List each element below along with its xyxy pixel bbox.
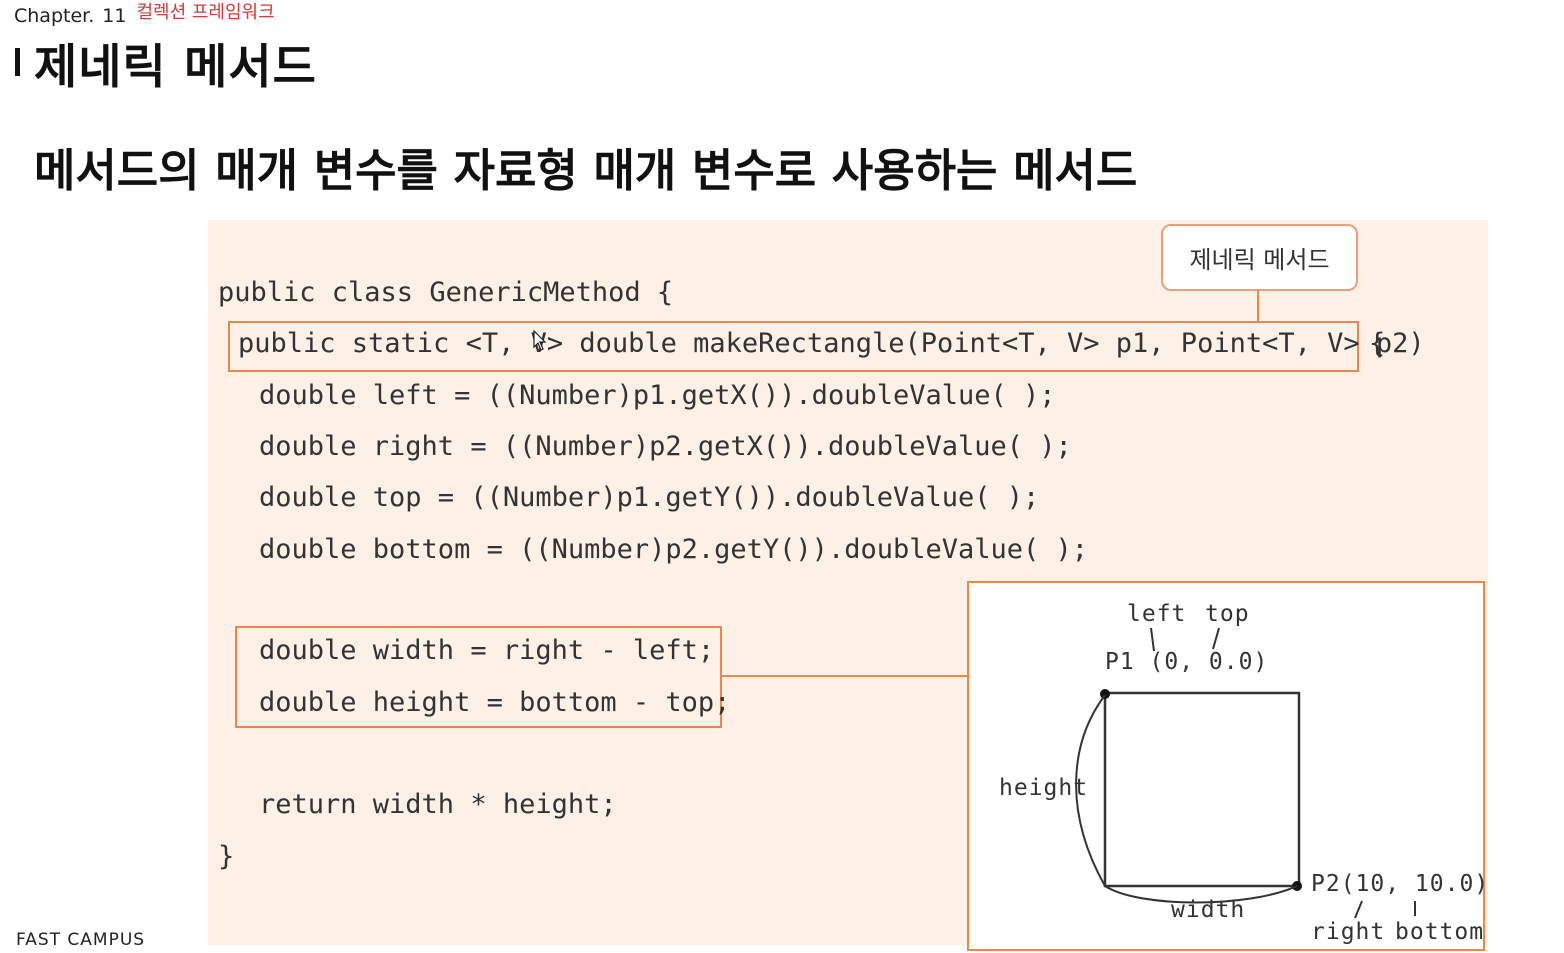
page-title: 제네릭 메서드 [34,40,317,95]
footer-brand: FAST CAMPUS [16,930,146,950]
p1-point [1100,689,1110,699]
chapter-subtitle: 컬렉션 프레임워크 [136,2,275,23]
width-height-highlight [235,626,722,728]
rectangle-diagram: left top P1 (0, 0.0) height width P2(10,… [967,581,1488,951]
top-label: top [1205,601,1250,627]
code-line-left: double left = ((Number)p1.getX()).double… [259,380,1056,411]
code-line-close-brace: } [218,841,235,872]
chapter-label: Chapter. 11 컬렉션 프레임워크 [14,2,275,28]
diagram-connector [721,675,968,677]
code-line-right: double right = ((Number)p2.getX()).doubl… [259,431,1072,462]
code-line-height: double height = bottom - top; [259,687,731,718]
code-line-return: return width * height; [259,789,617,820]
p2-label: P2(10, 10.0) [1311,871,1490,897]
rectangle-sketch [1075,627,1416,919]
code-line-width: double width = right - left; [259,635,715,666]
left-tick [1150,627,1155,652]
code-line-signature: public static <T, V> double makeRectangl… [238,328,1425,359]
callout-label: 제네릭 메서드 [1189,246,1330,274]
code-line-class: public class GenericMethod { [218,277,674,308]
generic-method-callout: 제네릭 메서드 [1161,224,1358,291]
chapter-text: Chapter. [14,5,95,27]
height-bracket [1075,694,1106,887]
section-title: 메서드의 매개 변수를 자료형 매개 변수로 사용하는 메서드 [34,144,1138,197]
right-tick [1354,900,1363,919]
bottom-label: bottom [1395,919,1485,945]
callout-connector [1257,290,1259,322]
top-tick [1212,627,1220,650]
width-label: width [1171,897,1246,923]
p1-label: P1 (0, 0.0) [1105,649,1269,675]
left-label: left [1127,601,1187,627]
code-line-signature-brace: { [1369,328,1386,359]
rectangle-shape [1103,691,1301,888]
code-line-top: double top = ((Number)p1.getY()).doubleV… [259,482,1040,513]
height-label: height [999,775,1089,801]
method-signature-highlight [228,321,1359,372]
title-bar-decoration [15,48,20,76]
mouse-cursor-icon [533,329,547,356]
chapter-number: 11 [102,5,127,27]
right-label: right [1311,919,1386,945]
code-line-bottom: double bottom = ((Number)p2.getY()).doub… [259,534,1089,565]
width-bracket [1104,885,1298,904]
